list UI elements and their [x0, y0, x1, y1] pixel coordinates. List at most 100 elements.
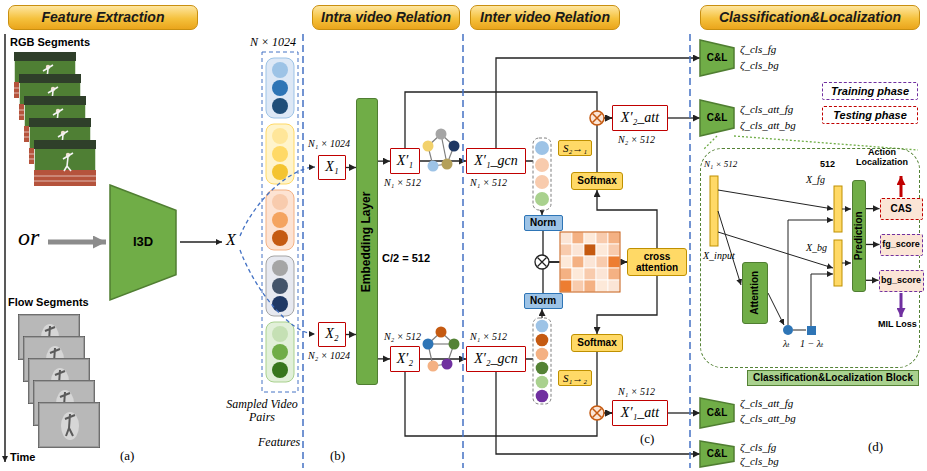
feature-dot [272, 296, 288, 312]
flow-line [718, 211, 741, 285]
node-text: C&L [707, 112, 728, 124]
norm-box: Norm [524, 215, 563, 231]
time-axis [4, 34, 6, 462]
node-text: Norm [530, 295, 556, 307]
connector [346, 167, 356, 168]
feature-dot [536, 334, 549, 347]
network-block: C&L [700, 398, 734, 428]
multiply-symbol [590, 406, 604, 420]
flow-line [788, 220, 833, 325]
feature-group [266, 124, 294, 184]
connector [668, 412, 700, 413]
matrix-cell [560, 280, 572, 292]
section-header: Classification&Localization [700, 5, 920, 30]
similarity-tag: S₂→₁ [558, 140, 592, 156]
matrix-cell [608, 280, 620, 292]
feature-column [533, 138, 551, 210]
trapezoid-shape [700, 40, 734, 76]
node-text: cross attention [633, 251, 681, 274]
loss-symbol: ζ_cls_bg [740, 455, 779, 467]
feature-box: X₂ [318, 322, 346, 347]
phase-key: Training phase [822, 82, 918, 100]
matrix-cell [596, 244, 608, 256]
dimension-label: N₁ × 512 [470, 177, 507, 188]
connector [597, 118, 612, 172]
node-text: Attention [749, 271, 761, 315]
phase-key: Testing phase [822, 106, 918, 124]
dimension-label: N₁ × 512 [618, 386, 655, 397]
output-box: CAS [880, 198, 923, 220]
multiply-symbol [590, 111, 604, 125]
feature-box: X′₁_gcn [466, 148, 526, 174]
matrix-cell [596, 232, 608, 244]
operation-box: cross attention [627, 248, 687, 276]
dimension-label: N₂ × 512 [384, 331, 421, 342]
section-header: Feature Extraction [8, 5, 198, 30]
feature-dot [272, 260, 288, 276]
dimension-label: N₂ × 1024 [308, 350, 350, 361]
feature-dot [272, 344, 288, 360]
graph-node [428, 161, 439, 172]
operation-box: Softmax [571, 172, 623, 190]
feature-bar [834, 186, 842, 232]
matrix-cell [572, 280, 584, 292]
connector [597, 352, 612, 413]
dimension-label: N₁ × 512 [470, 331, 507, 342]
connector [378, 160, 390, 161]
matrix-cell [608, 256, 620, 268]
node-text: I3D [133, 235, 153, 250]
node-text: X′₂_gcn [474, 351, 518, 367]
node-text: Softmax [577, 175, 616, 187]
weight-symbol: 1 − λₜ [800, 338, 824, 349]
feature-group [266, 58, 294, 118]
flow-line [793, 330, 806, 331]
feature-dot [272, 212, 288, 228]
loss-symbol: ζ_cls_att_bg [740, 412, 796, 424]
feature-column [533, 138, 551, 210]
connector [597, 276, 657, 334]
loss-symbol: ζ_cls_att_fg [740, 397, 793, 409]
operation-box: Softmax [571, 334, 623, 352]
feature-bar [710, 176, 718, 246]
connector [866, 280, 879, 281]
loss-symbol: ζ_cls_att_bg [740, 119, 796, 131]
feature-symbol: X_fg [806, 174, 825, 185]
loss-arrow [900, 293, 903, 317]
score-box: fg_score [880, 234, 923, 256]
matrix-cell [572, 232, 584, 244]
feature-symbol: X [226, 231, 236, 249]
node-text: Norm [530, 217, 556, 229]
node-text: X′₂_att [621, 110, 659, 126]
network-block: C&L [700, 441, 734, 467]
graph-node [449, 339, 460, 350]
feature-column [262, 52, 298, 392]
feature-box: X′₁ [390, 148, 420, 174]
block-internals [710, 176, 901, 335]
matrix-cell [596, 256, 608, 268]
graph-node [449, 141, 460, 152]
node-text: Inter video Relation [480, 9, 610, 25]
feature-dot [272, 278, 288, 294]
feature-dot [272, 98, 288, 114]
connector [668, 117, 700, 118]
feature-group [266, 256, 294, 316]
matrix-cell [584, 256, 596, 268]
output-label: Action Localization [842, 148, 922, 168]
flow-line [718, 232, 833, 268]
node-text: Embedding Layer [360, 191, 374, 292]
matrix-cell [560, 268, 572, 280]
rgb-frame [34, 140, 96, 186]
flow-line [842, 209, 851, 210]
section-divider [303, 34, 690, 468]
matrix-cell [608, 232, 620, 244]
node-text: X′₁_att [621, 405, 659, 421]
graph-node [442, 159, 453, 170]
node-text: X′₂ [397, 351, 413, 367]
trapezoid-shape [700, 441, 734, 467]
multiply-symbol [593, 114, 602, 123]
feature-column [262, 52, 298, 392]
dimension-label: C/2 = 512 [382, 252, 430, 264]
output-arrow [900, 176, 903, 197]
sampling-curve [240, 167, 315, 236]
